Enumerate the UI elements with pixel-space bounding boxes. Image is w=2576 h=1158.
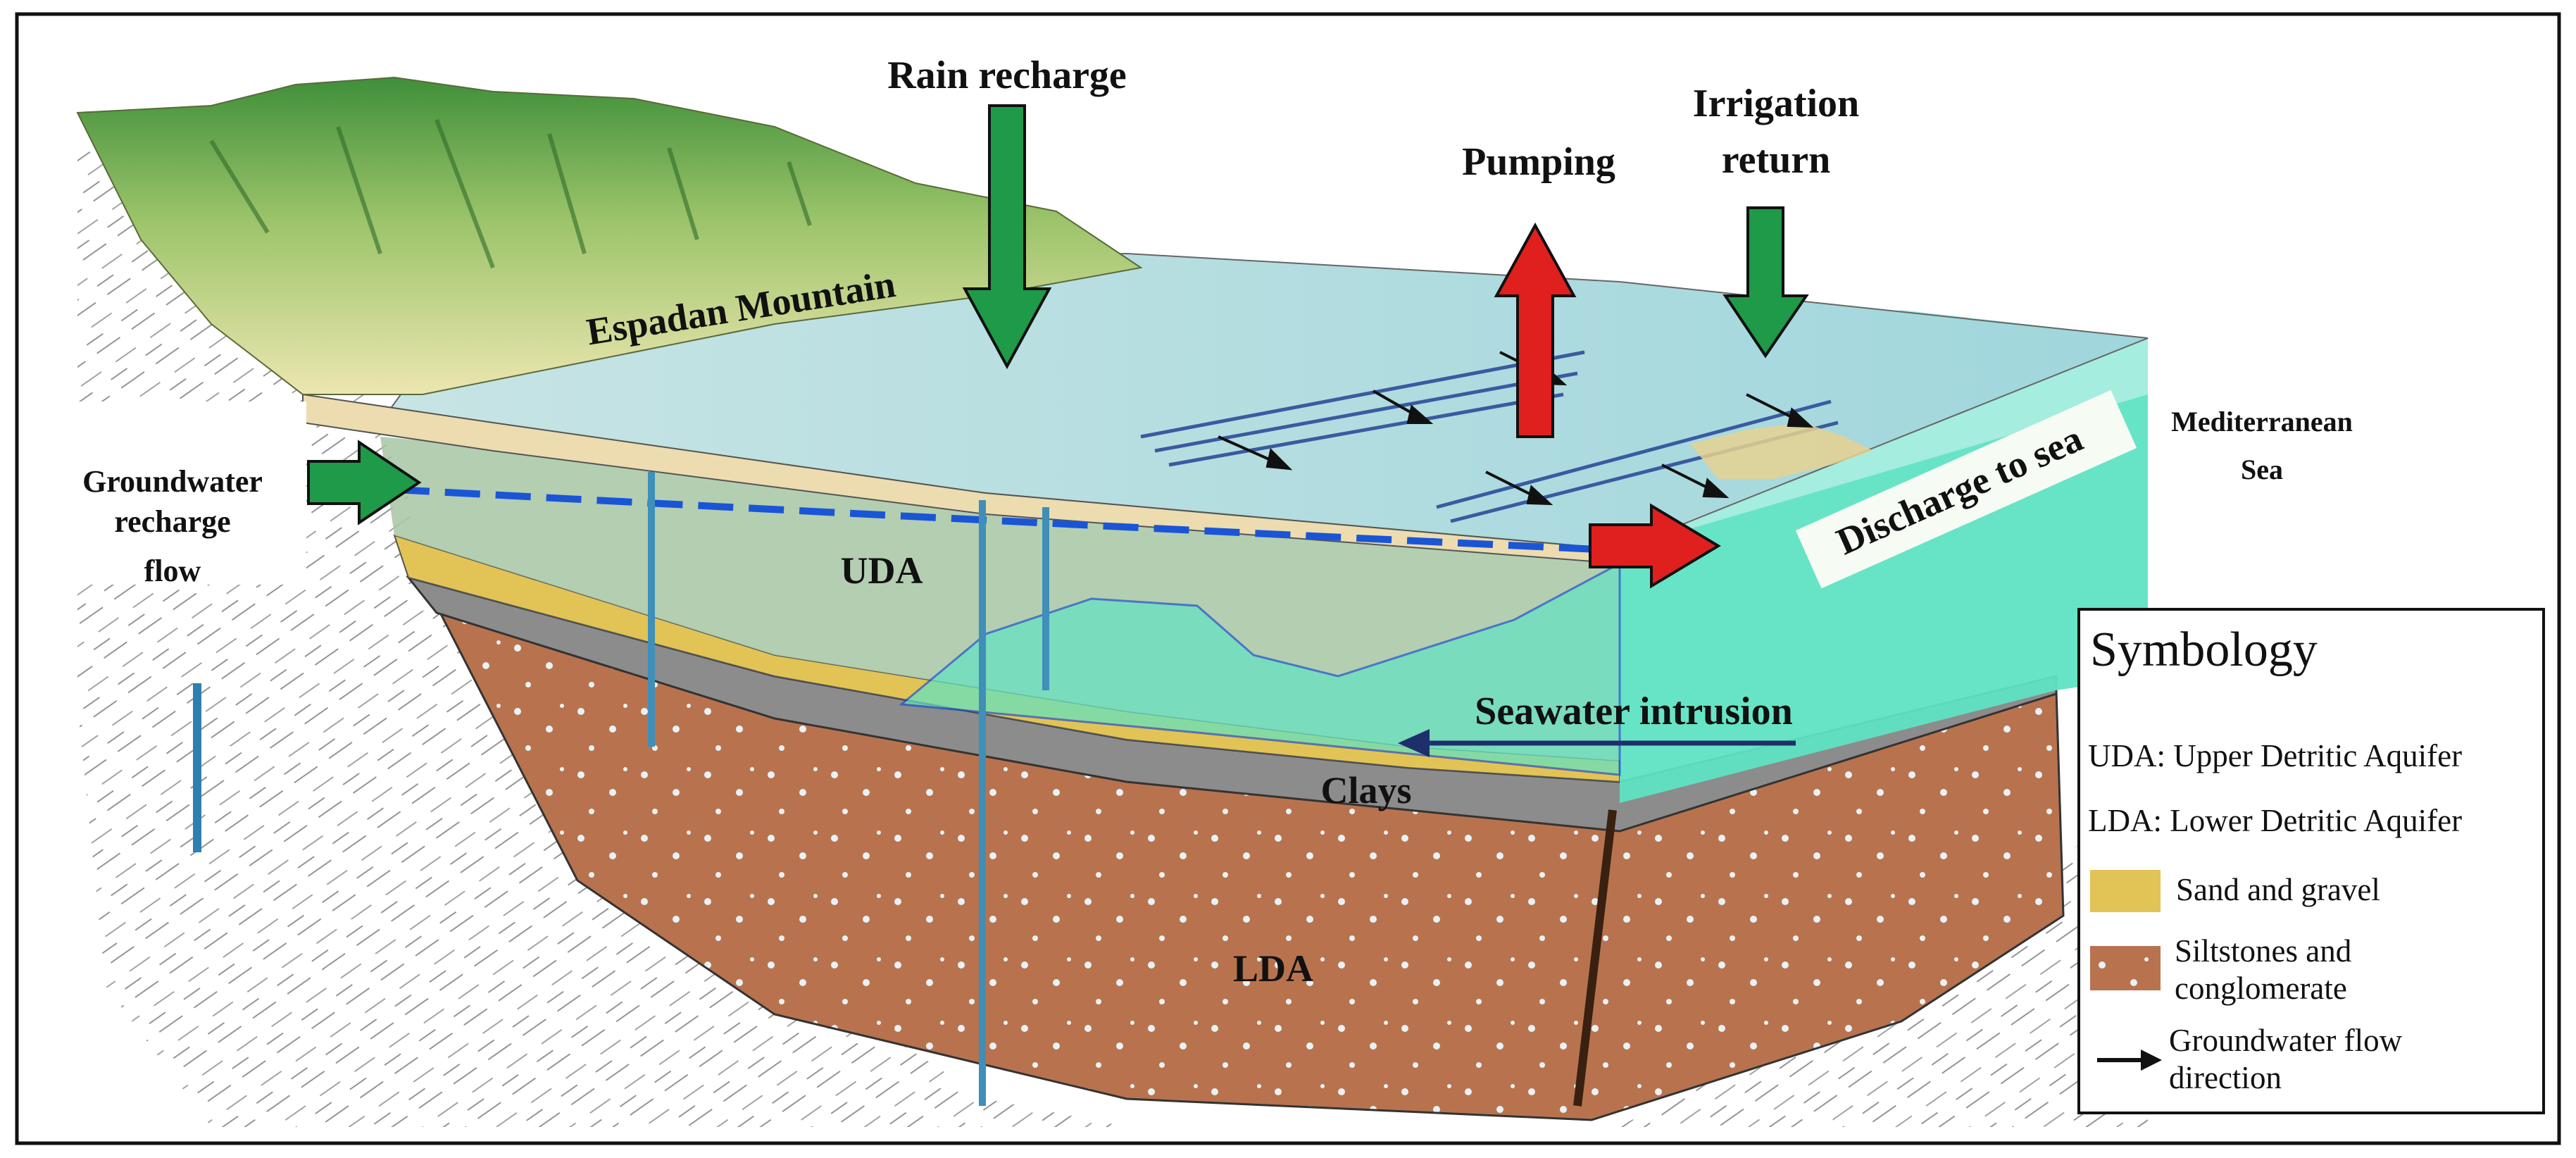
groundwater-recharge-arrow — [307, 440, 422, 525]
legend-title: Symbology — [2090, 623, 2318, 677]
irrigation-channels — [1140, 350, 1839, 523]
lda-label: LDA — [1233, 947, 1313, 990]
seawater-intrusion-wedge — [899, 561, 1621, 776]
mediterranean-label-2: Sea — [2241, 454, 2283, 485]
mediterranean-label-1: Mediterranean — [2171, 406, 2353, 437]
pumping-label: Pumping — [1462, 140, 1615, 184]
legend-flow-text-1: Groundwater flow — [2169, 1023, 2403, 1058]
irrigation-label-2: return — [1722, 138, 1831, 182]
bedrock-right — [1620, 740, 2148, 1127]
irrigation-label-1: Irrigation — [1693, 82, 1859, 125]
legend: Symbology UDA: Upper Detritic Aquifer LD… — [2077, 608, 2545, 1114]
rain-recharge-label: Rain recharge — [887, 54, 1127, 97]
water-table-line — [394, 486, 1599, 553]
seawater-intrusion-arrow — [1398, 729, 1796, 757]
urban-area — [1690, 423, 1873, 479]
pumping-arrow — [1494, 222, 1577, 438]
legend-lda-text: LDA: Lower Detritic Aquifer — [2088, 803, 2462, 838]
groundwater-label-1: Groundwater — [82, 464, 263, 499]
espadan-mountain — [76, 76, 1143, 395]
seawater-intrusion-label: Seawater intrusion — [1475, 690, 1793, 733]
legend-silt-swatch — [2090, 946, 2161, 990]
fault-line — [1573, 809, 1617, 1107]
legend-flow-text-2: direction — [2169, 1060, 2282, 1095]
uda-label: UDA — [841, 549, 923, 592]
legend-silt-text-2: conglomerate — [2175, 971, 2347, 1006]
groundwater-label-box — [56, 401, 306, 585]
legend-uda-text: UDA: Upper Detritic Aquifer — [2088, 738, 2462, 773]
legend-silt-text-1: Siltstones and — [2175, 933, 2351, 969]
rain-recharge-arrow — [962, 104, 1052, 370]
discharge-arrow — [1589, 503, 1721, 589]
groundwater-label-3: flow — [144, 554, 201, 588]
irrigation-return-arrow — [1722, 206, 1809, 359]
discharge-label-box — [1795, 390, 2137, 589]
legend-sand-text: Sand and gravel — [2176, 872, 2380, 907]
groundwater-label-2: recharge — [114, 504, 230, 539]
legend-flow-arrowhead — [2141, 1050, 2162, 1071]
legend-sand-swatch — [2090, 870, 2161, 912]
legend-box — [2077, 608, 2545, 1114]
figure-frame — [15, 12, 2561, 1145]
mountain-ridges — [209, 118, 812, 269]
clays-label: Clays — [1320, 769, 1411, 811]
